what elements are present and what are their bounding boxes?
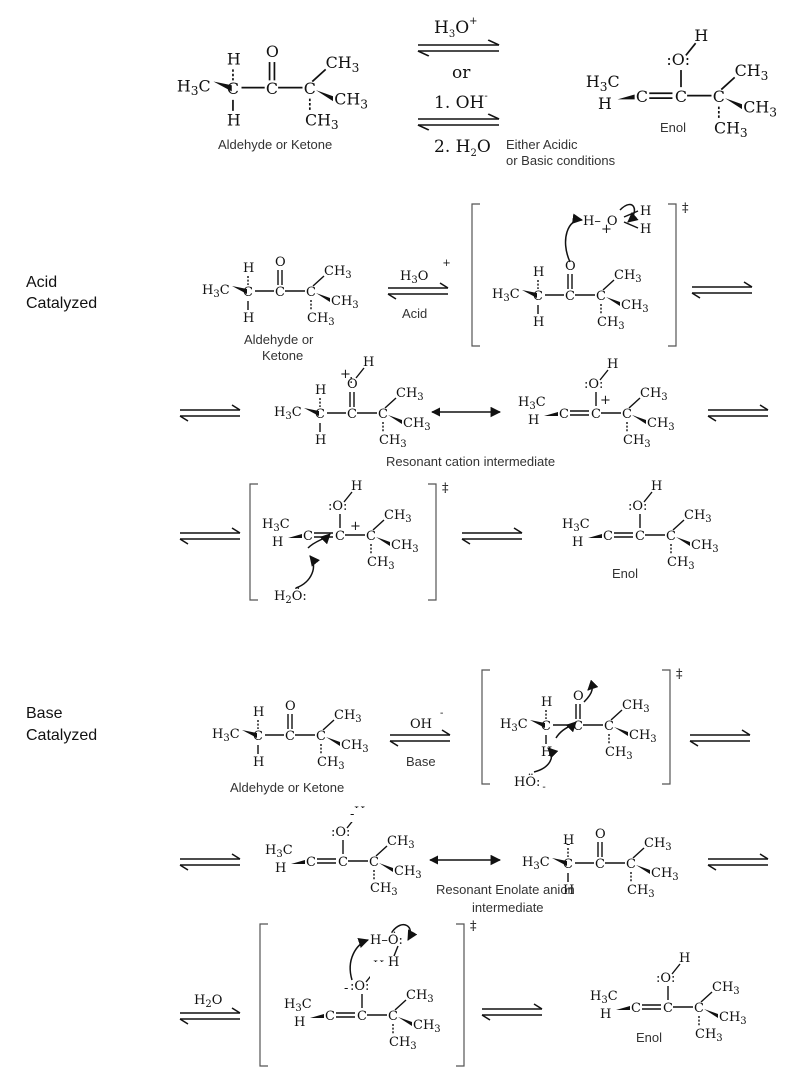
ts1-curved-arrow-a bbox=[564, 213, 584, 263]
ts4-curved-arrow-b bbox=[391, 923, 418, 941]
resonance-caption-acid: Resonant cation intermediate bbox=[386, 454, 555, 469]
acid-section-label-line1: Acid bbox=[26, 274, 57, 291]
ts3-curved-arrow-b bbox=[555, 721, 577, 739]
base-arrows-1 bbox=[389, 729, 451, 747]
ts4-curved-arrow-a bbox=[349, 938, 369, 981]
base-arrows-5 bbox=[179, 1007, 241, 1025]
base-start-ketone bbox=[211, 698, 370, 773]
acid-arrows-4 bbox=[707, 404, 769, 422]
acid-product-caption: Enol bbox=[612, 566, 638, 581]
acid-catalyzed-section: Acid Catalyzed Aldehyde or Ketone H3O+ A… bbox=[26, 201, 769, 606]
ts1-plus: + bbox=[601, 222, 612, 237]
ts4-right-bracket bbox=[456, 923, 465, 1067]
acid-arrows-5 bbox=[179, 527, 241, 545]
ts2-right-bracket bbox=[428, 483, 437, 601]
ts3-left-bracket bbox=[481, 669, 490, 785]
conditions-line2: or Basic conditions bbox=[506, 153, 616, 168]
base-start-caption: Aldehyde or Ketone bbox=[230, 780, 344, 795]
base-resonance-caption-line2: intermediate bbox=[472, 900, 544, 915]
ts1-left-bracket bbox=[471, 203, 480, 347]
ts1-molecule bbox=[491, 258, 650, 333]
svg-text:H: H bbox=[640, 204, 651, 219]
acid-arrows-6 bbox=[461, 527, 523, 545]
base-arrows-6 bbox=[481, 1003, 543, 1021]
cation-resonance-a bbox=[273, 376, 432, 451]
acid-start-caption-line1: Aldehyde or bbox=[244, 332, 314, 347]
acid-start-caption-line2: Ketone bbox=[262, 348, 303, 363]
base-arrows-4 bbox=[707, 853, 769, 871]
left-caption: Aldehyde or Ketone bbox=[218, 137, 332, 152]
svg-text:+: + bbox=[350, 519, 361, 534]
overview-reaction: Aldehyde or Ketone H3O+ or 1. OH- 2. H2O… bbox=[175, 16, 778, 168]
ts1-hydronium: H–O bbox=[583, 214, 618, 229]
svg-text:-: - bbox=[350, 807, 354, 822]
acid-product-enol bbox=[561, 478, 720, 573]
svg-text:H: H bbox=[388, 955, 399, 970]
enolate-resonance-a bbox=[264, 804, 423, 899]
ts3-curved-arrow-a bbox=[533, 747, 559, 773]
ts4-molecule bbox=[283, 958, 442, 1053]
acid-water: H2Ö: bbox=[274, 587, 307, 606]
ts4-water: H–Ö: bbox=[370, 931, 403, 948]
ts1-mark: ‡ bbox=[682, 201, 689, 216]
svg-text::: : bbox=[349, 372, 353, 387]
ts3-mark: ‡ bbox=[676, 667, 683, 682]
conditions-line1: Either Acidic bbox=[506, 137, 578, 152]
acid-reagent: H3O+ bbox=[400, 258, 451, 286]
svg-text:-: - bbox=[566, 837, 570, 852]
acid-reagent-caption: Acid bbox=[402, 306, 427, 321]
reagent-step1: 1. OH- bbox=[434, 91, 488, 113]
base-section-label-line1: Base bbox=[26, 705, 63, 722]
reagent-or: or bbox=[452, 63, 471, 83]
cation-resonance-b bbox=[517, 356, 676, 451]
ts2-left-bracket bbox=[249, 483, 258, 601]
base-product-enol bbox=[589, 950, 748, 1045]
reagent-step2: 2. H2O bbox=[434, 137, 491, 159]
base-product-caption: Enol bbox=[636, 1030, 662, 1045]
ts2-curved-arrow bbox=[295, 555, 320, 589]
base-reagent: OH- bbox=[410, 708, 443, 732]
base-arrows-2 bbox=[689, 729, 751, 747]
right-caption: Enol bbox=[660, 120, 686, 135]
ts3-right-bracket bbox=[662, 669, 671, 785]
ts4-left-bracket bbox=[259, 923, 268, 1067]
reagent-h3o: H3O+ bbox=[434, 16, 478, 40]
equilibrium-arrows-top-lower bbox=[416, 112, 501, 132]
acid-start-ketone bbox=[201, 254, 360, 329]
base-section-label-line2: Catalyzed bbox=[26, 727, 97, 744]
acid-arrows-1 bbox=[387, 282, 449, 300]
base-arrows-3 bbox=[179, 853, 241, 871]
cation-a-plus: + bbox=[340, 367, 351, 382]
acid-arrows-2 bbox=[691, 281, 753, 299]
base-catalyzed-section: Base Catalyzed Aldehyde or Ketone OH- Ba… bbox=[26, 667, 769, 1067]
ts3-curved-arrow-c bbox=[583, 679, 599, 703]
base-reagent-caption: Base bbox=[406, 754, 436, 769]
acid-arrows-3 bbox=[179, 404, 241, 422]
ts4-mark: ‡ bbox=[470, 919, 477, 934]
svg-text:-: - bbox=[344, 981, 348, 996]
ts2-mark: ‡ bbox=[442, 481, 449, 496]
base-water-reagent: H2O bbox=[194, 993, 222, 1010]
ts3-molecule bbox=[499, 688, 658, 763]
svg-text:H: H bbox=[640, 222, 651, 237]
ketone-molecule-top bbox=[175, 41, 369, 133]
svg-text:H: H bbox=[363, 355, 374, 370]
base-hydroxide: HÖ:- bbox=[514, 773, 546, 793]
ts2-curved-arrow-b bbox=[307, 533, 331, 549]
ts1-right-bracket bbox=[668, 203, 677, 347]
cation-b-plus: + bbox=[600, 393, 611, 408]
ts2-molecule bbox=[261, 478, 420, 573]
acid-section-label-line2: Catalyzed bbox=[26, 295, 97, 312]
ts1-curved-arrow-b bbox=[619, 203, 639, 223]
equilibrium-arrows-top-upper bbox=[416, 38, 501, 58]
base-resonance-caption-line1: Resonant Enolate anion bbox=[436, 882, 575, 897]
